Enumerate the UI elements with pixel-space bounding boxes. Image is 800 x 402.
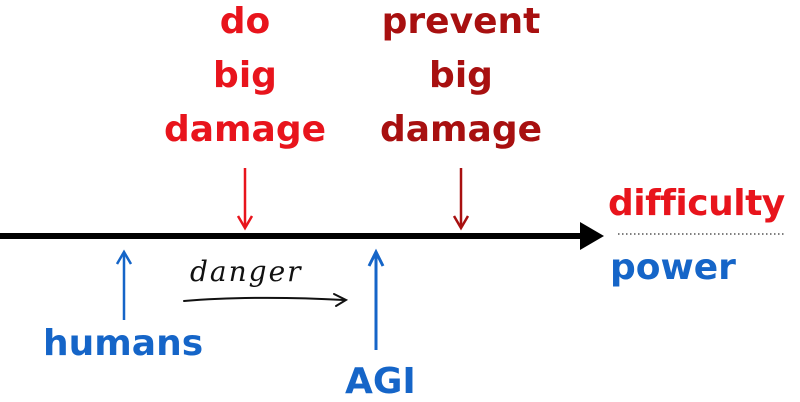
agi-arrowhead	[367, 248, 385, 267]
prevent-big-damage-line-2: big	[429, 55, 493, 96]
do-big-damage-arrowhead	[236, 215, 254, 231]
agi-label: AGI	[345, 361, 416, 402]
power-label: power	[610, 247, 736, 288]
do-big-damage-line-1: do	[219, 1, 271, 42]
difficulty-label: difficulty	[608, 183, 785, 224]
do-big-damage-label: do big damage	[155, 0, 335, 157]
danger-label: danger	[190, 255, 303, 288]
main-axis-arrowhead	[580, 222, 604, 250]
danger-arrowhead	[333, 293, 349, 307]
prevent-big-damage-line-3: damage	[379, 109, 543, 150]
do-big-damage-line-3: damage	[163, 109, 327, 150]
danger-arrow	[183, 296, 345, 302]
prevent-big-damage-line-1: prevent	[381, 1, 541, 42]
humans-label: humans	[43, 323, 204, 364]
prevent-big-damage-label: prevent big damage	[366, 0, 556, 157]
do-big-damage-line-2: big	[213, 55, 277, 96]
humans-arrowhead	[115, 249, 133, 265]
prevent-big-damage-arrowhead	[452, 215, 470, 231]
